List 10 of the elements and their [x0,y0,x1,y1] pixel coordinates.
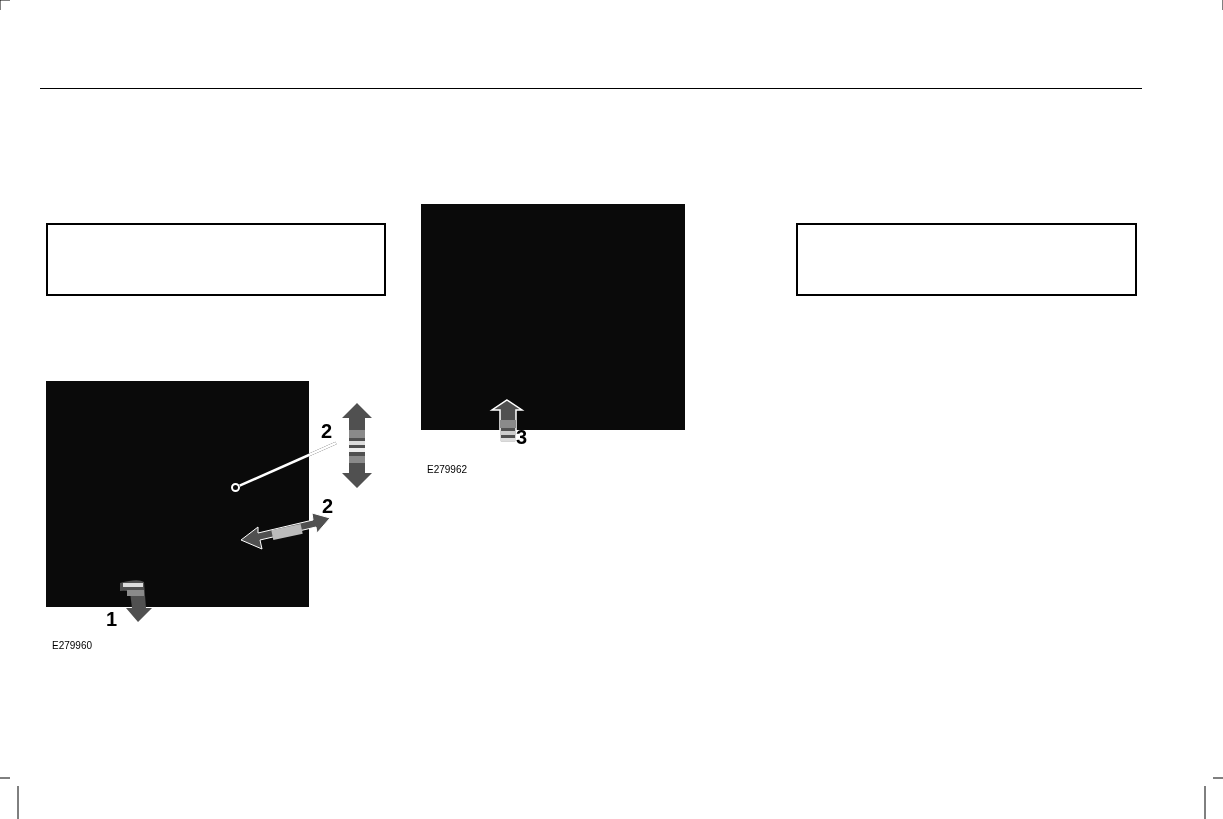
empty-box [46,223,386,296]
image-panel [421,204,685,430]
figure-code: E279962 [427,465,468,475]
callout-number: 2 [322,496,334,516]
callout-number: 3 [516,427,528,447]
figure-code: E279960 [52,641,93,651]
image-panel [46,381,309,607]
callout-number: 2 [321,421,336,443]
callout-number: 1 [106,609,118,629]
empty-box [796,223,1137,296]
